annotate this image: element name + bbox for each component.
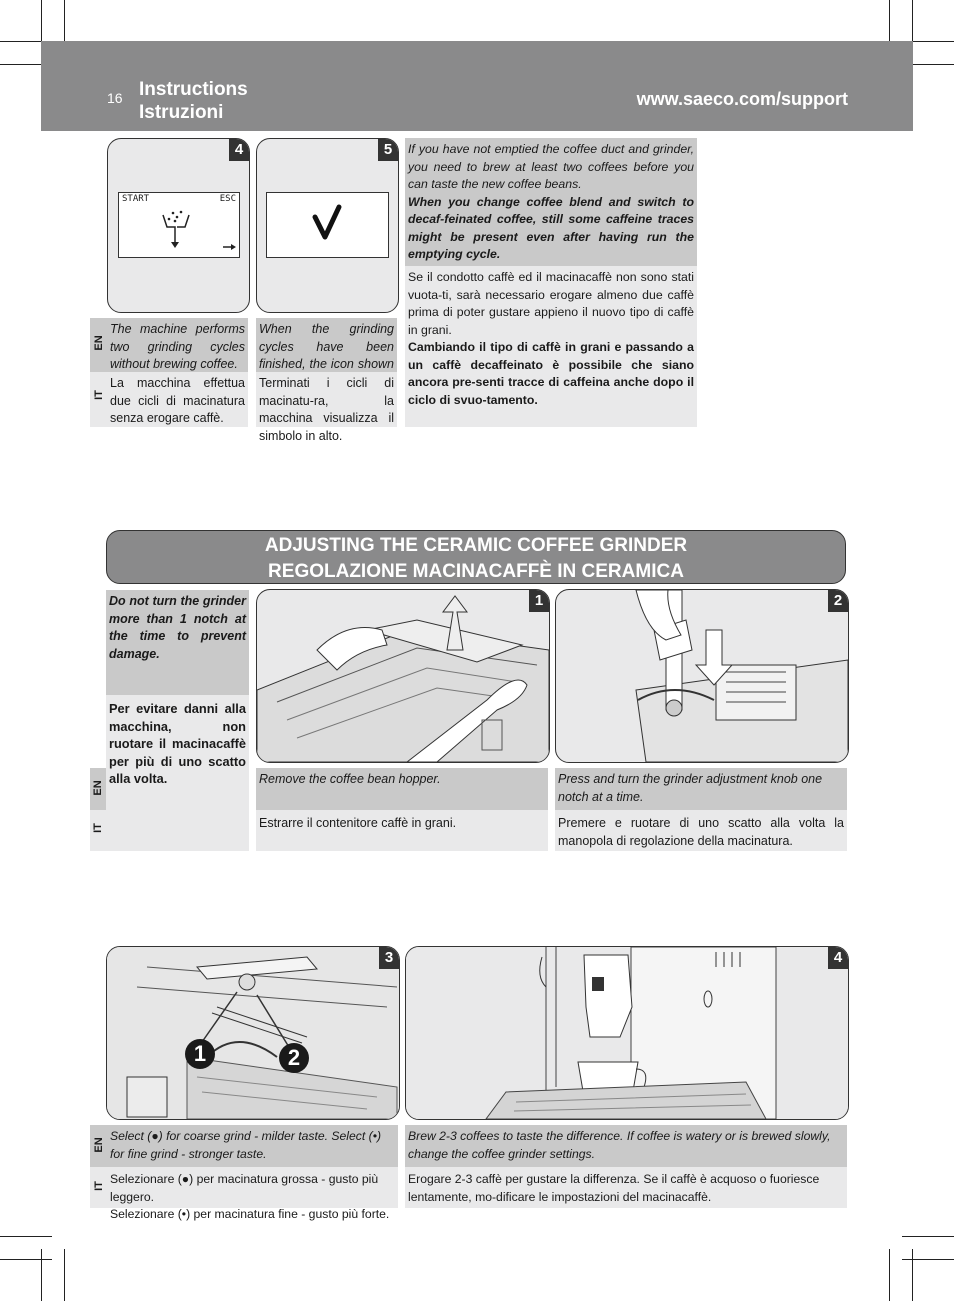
crop-mark	[0, 64, 52, 65]
lang-label-en: EN	[93, 1137, 105, 1153]
step3-caption-it-line2: Selezionare (•) per macinatura fine - gu…	[110, 1207, 390, 1221]
checkmark-icon	[312, 204, 342, 240]
crop-mark	[64, 0, 65, 52]
lang-label-it: IT	[93, 1181, 105, 1191]
lang-label-it: IT	[92, 823, 104, 833]
step4-illustration: 4 START ESC	[107, 138, 250, 313]
grind-selector-drawing	[107, 947, 399, 1119]
crop-mark	[912, 1249, 913, 1301]
crop-mark	[41, 1249, 42, 1301]
grinder-knob-drawing	[635, 590, 848, 762]
crop-mark	[41, 0, 42, 52]
step-badge: 2	[828, 590, 848, 612]
note-en-bold: When you change coffee blend and switch …	[408, 194, 694, 262]
page-number: 16	[107, 90, 123, 106]
title-en: Instructions	[139, 79, 248, 100]
step4-brew-caption-en: Brew 2-3 coffees to taste the difference…	[405, 1125, 847, 1167]
crop-mark	[889, 0, 890, 52]
step4-brew-illustration: 4	[405, 946, 849, 1120]
display-screen	[266, 192, 389, 258]
lang-label-en: EN	[92, 780, 104, 796]
section-title-it: REGOLAZIONE MACINACAFFÈ IN CERAMICA	[268, 561, 684, 582]
grinder-icon	[162, 210, 236, 250]
crop-mark	[889, 1249, 890, 1301]
display-start-label: START	[122, 194, 150, 204]
display-esc-label: ESC	[219, 194, 236, 204]
step1-caption-it: Estrarre il contenitore caffè in grani.	[256, 810, 548, 851]
step2-illustration: 2	[555, 589, 849, 763]
fine-grind-marker: 2	[279, 1043, 309, 1073]
step3-illustration: 3 1 2	[106, 946, 400, 1120]
lang-label-en: EN	[93, 335, 105, 351]
section-title-en: ADJUSTING THE CERAMIC COFFEE GRINDER	[264, 535, 688, 556]
step-badge: 4	[229, 139, 249, 161]
step1-caption-en: Remove the coffee bean hopper.	[256, 768, 548, 810]
note-it-bold: Cambiando il tipo di caffè in grani e pa…	[408, 340, 694, 407]
step5-caption-it: Terminati i cicli di macinatu-ra, la mac…	[256, 372, 397, 443]
step4-brew-caption-it: Erogare 2-3 caffè per gustare la differe…	[405, 1167, 847, 1208]
crop-mark	[902, 1259, 954, 1260]
crop-mark	[0, 41, 52, 42]
step3-caption-it-line1: Selezionare (●) per macinatura grossa - …	[110, 1172, 379, 1204]
step2-caption-en: Press and turn the grinder adjustment kn…	[555, 768, 847, 810]
note-en: If you have not emptied the coffee duct …	[405, 138, 697, 266]
page-header	[41, 41, 913, 131]
coffee-brew-drawing	[406, 947, 848, 1119]
crop-mark	[902, 1236, 954, 1237]
step4-caption-it: La macchina effettua due cicli di macina…	[107, 372, 248, 427]
lang-tab-en	[90, 1125, 107, 1167]
crop-mark	[902, 41, 954, 42]
crop-mark	[0, 1259, 52, 1260]
note-en-text: If you have not emptied the coffee duct …	[408, 142, 694, 191]
section-title: ADJUSTING THE CERAMIC COFFEE GRINDER REG…	[106, 530, 846, 584]
step-badge: 4	[828, 947, 848, 969]
step3-caption-en: Select (●) for coarse grind - milder tas…	[107, 1125, 398, 1167]
step-badge: 3	[379, 947, 399, 969]
note-it: Se il condotto caffè ed il macinacaffè n…	[405, 266, 697, 427]
warning-it: Per evitare danni alla macchina, non ruo…	[106, 695, 249, 851]
lang-tab-it	[90, 810, 106, 851]
hopper-removal-drawing	[257, 595, 549, 762]
step5-caption-en: When the grinding cycles have been finis…	[256, 318, 397, 389]
lang-tab-en	[90, 768, 106, 810]
crop-mark	[912, 0, 913, 52]
lang-label-it: IT	[93, 390, 105, 400]
display-screen: START ESC	[118, 192, 240, 258]
page-title: Instructions Istruzioni	[139, 78, 248, 124]
lang-tab-en	[90, 318, 107, 372]
crop-mark	[64, 1249, 65, 1301]
step-badge: 5	[378, 139, 398, 161]
support-url: www.saeco.com/support	[636, 89, 848, 109]
step5-illustration: 5	[256, 138, 399, 313]
crop-mark	[902, 64, 954, 65]
step-badge: 1	[529, 590, 549, 612]
coarse-grind-marker: 1	[185, 1039, 215, 1069]
step4-caption-en: The machine performs two grinding cycles…	[107, 318, 248, 372]
step3-caption-it: Selezionare (●) per macinatura grossa - …	[107, 1167, 398, 1221]
lang-tab-it	[90, 372, 107, 427]
note-it-text: Se il condotto caffè ed il macinacaffè n…	[408, 270, 694, 337]
step1-illustration: 1	[256, 589, 550, 763]
title-it: Istruzioni	[139, 102, 224, 123]
warning-en: Do not turn the grinder more than 1 notc…	[106, 590, 249, 695]
crop-mark	[0, 1236, 52, 1237]
lang-tab-it	[90, 1167, 107, 1208]
step2-caption-it: Premere e ruotare di uno scatto alla vol…	[555, 810, 847, 851]
